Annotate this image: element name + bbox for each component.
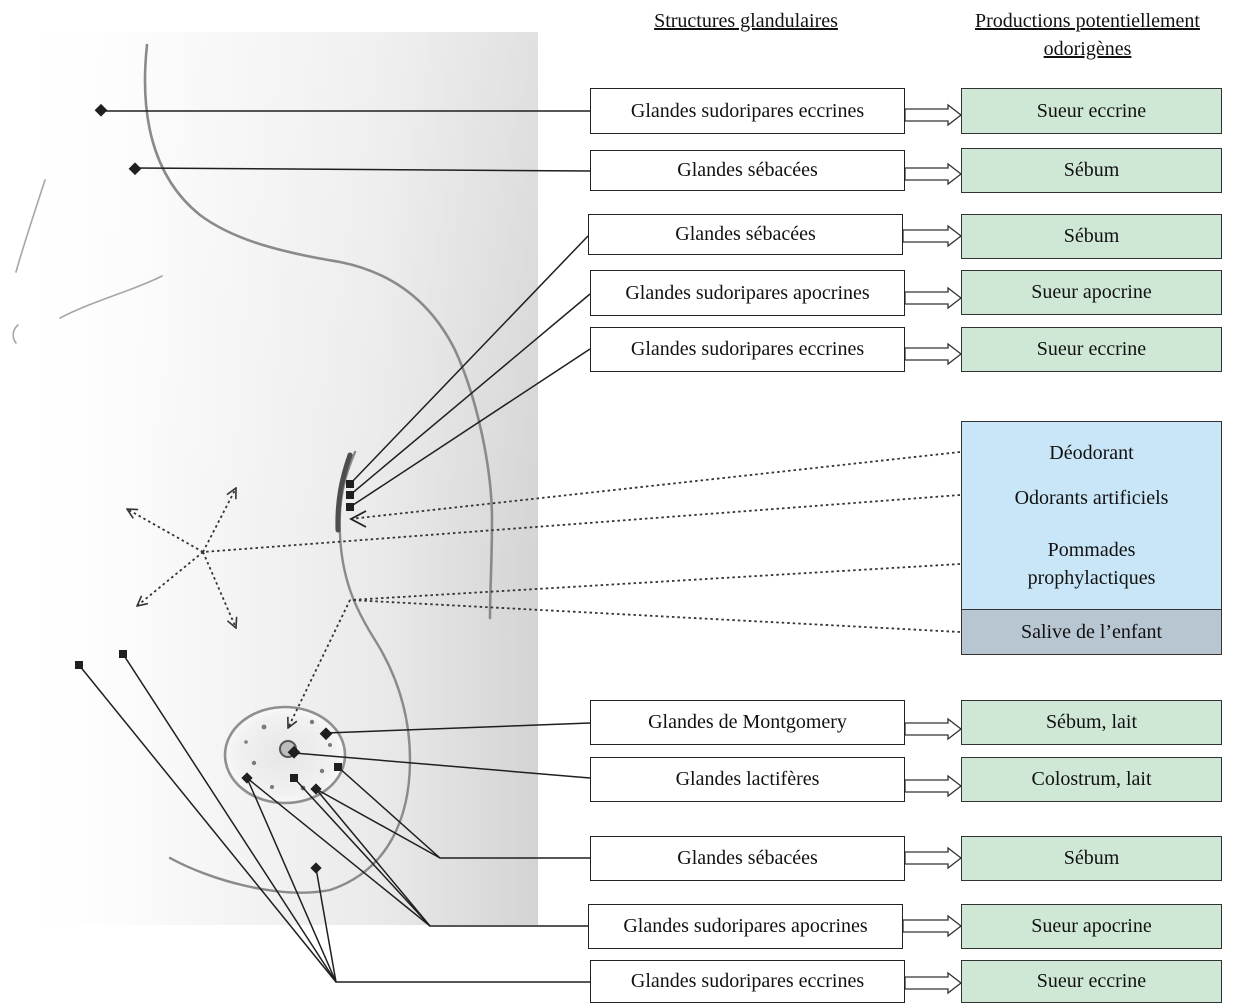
- productions-header-line2: odorigènes: [1043, 38, 1132, 60]
- dotted-connectors: [127, 451, 961, 728]
- armpit-shadow: [335, 452, 353, 533]
- production-arrows: [902, 103, 963, 995]
- product-box-sebum-breast: Sébum: [961, 836, 1222, 881]
- gland-box-eccrine-axilla: Glandes sudoripares eccrines: [590, 327, 905, 372]
- armpit-arrowhead: [349, 510, 367, 528]
- saliva-box: Salive de l’enfant: [961, 609, 1222, 655]
- ointments-line2: prophylactiques: [1027, 567, 1156, 589]
- gland-box-sebaceous-breast: Glandes sébacées: [590, 836, 905, 881]
- product-box-sebum-face: Sébum: [961, 148, 1222, 193]
- external-substances-box: Déodorant Odorants artificiels Pommades …: [961, 421, 1222, 610]
- product-box-apocrine-breast: Sueur apocrine: [961, 904, 1222, 949]
- gland-box-apocrine-breast: Glandes sudoripares apocrines: [588, 904, 903, 949]
- leader-lines: [78, 110, 591, 983]
- ointments-line1: Pommades: [1047, 539, 1136, 561]
- productions-header-line1: Productions potentiellement: [975, 10, 1200, 32]
- ointments-label: Pommades prophylactiques: [962, 536, 1221, 592]
- leader-markers: [75, 103, 354, 874]
- product-box-montgomery: Sébum, lait: [961, 700, 1222, 745]
- gland-box-sebaceous-axilla: Glandes sébacées: [588, 214, 903, 255]
- product-box-apocrine-axilla: Sueur apocrine: [961, 270, 1222, 315]
- gland-box-montgomery: Glandes de Montgomery: [590, 700, 905, 745]
- product-box-lactiferous: Colostrum, lait: [961, 757, 1222, 802]
- product-box-eccrine-breast: Sueur eccrine: [961, 960, 1222, 1003]
- gland-box-apocrine-axilla: Glandes sudoripares apocrines: [590, 270, 905, 316]
- product-box-eccrine-axilla: Sueur eccrine: [961, 327, 1222, 372]
- product-box-sebum-axilla: Sébum: [961, 214, 1222, 259]
- body-outline: [12, 43, 494, 894]
- structures-header: Structures glandulaires: [654, 10, 838, 32]
- artificial-odorants-label: Odorants artificiels: [1014, 487, 1169, 509]
- deodorant-label: Déodorant: [1049, 442, 1134, 464]
- gland-box-eccrine-face: Glandes sudoripares eccrines: [590, 88, 905, 134]
- gland-box-lactiferous: Glandes lactifères: [590, 757, 905, 802]
- productions-header: Productions potentiellement odorigènes: [935, 7, 1234, 63]
- gland-box-eccrine-breast: Glandes sudoripares eccrines: [590, 960, 905, 1003]
- gland-box-sebaceous-face: Glandes sébacées: [590, 150, 905, 191]
- product-box-eccrine-face: Sueur eccrine: [961, 88, 1222, 134]
